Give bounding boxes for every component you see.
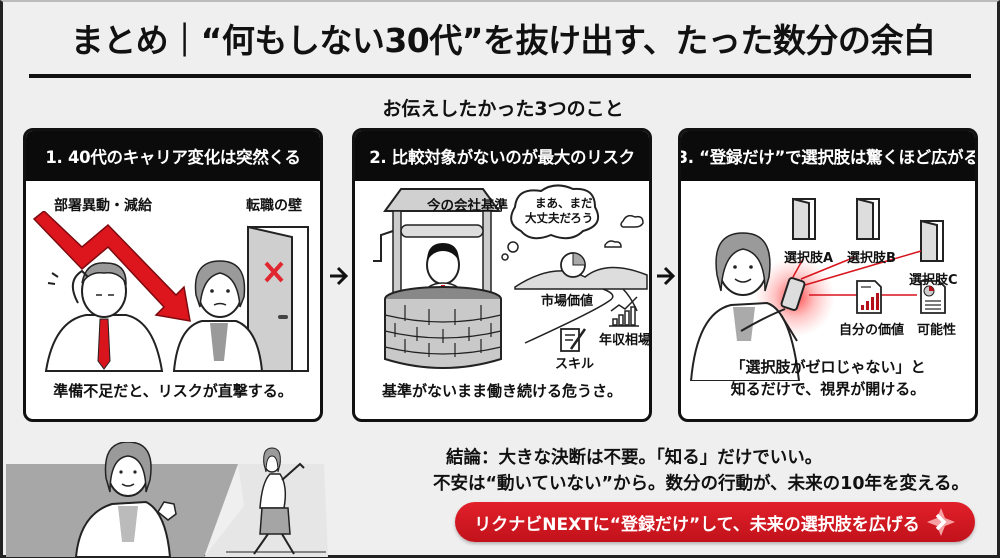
- illustration-options: [689, 197, 946, 381]
- cta-label: リクナビNEXTに“登録だけ”して、未来の選択肢を広げる: [474, 514, 920, 535]
- panel-options-expand: 3. “登録だけ”で選択肢は驚くほど広がる: [678, 128, 978, 422]
- label-market-value: 市場価値: [541, 294, 594, 309]
- flow-arrow-icon: [330, 266, 349, 286]
- panel-caption: 基準がないまま働き続ける危うさ。: [381, 382, 622, 400]
- salary-chart-icon: [609, 296, 639, 327]
- label-possibility: 可能性: [917, 323, 957, 338]
- label-option-c: 選択肢C: [909, 273, 958, 288]
- illustration-stepping-forward: [6, 442, 328, 557]
- possibility-document-icon: [920, 280, 946, 314]
- decline-arrow-icon: [32, 211, 191, 322]
- panel-career-change: 1. 40代のキャリア変化は突然くる 部署異動・減給 転職の壁: [23, 128, 323, 422]
- label-career-wall: 転職の壁: [246, 198, 302, 214]
- page-title: まとめ｜“何もしない30代”を抜け出す、たった数分の余白: [70, 21, 936, 60]
- panel-no-comparison: 2. 比較対象がないのが最大のリスク: [352, 128, 652, 422]
- label-skill: スキル: [555, 357, 595, 372]
- woman-with-phone-figure: [689, 232, 801, 381]
- label-thought-1: まあ、まだ: [535, 196, 593, 210]
- smartphone-icon: [780, 277, 806, 311]
- label-thought-2: 大丈夫だろう: [525, 211, 594, 225]
- worried-man-figure: [44, 262, 164, 372]
- panel-caption-line-2: 知るだけで、視界が開ける。: [730, 380, 926, 398]
- panel-heading: 2. 比較対象がないのが最大のリスク: [355, 131, 649, 181]
- register-cta-button[interactable]: リクナビNEXTに“登録だけ”して、未来の選択肢を広げる: [455, 502, 975, 542]
- skill-document-icon: [560, 328, 587, 352]
- value-chart-document-icon: [856, 280, 882, 314]
- label-option-a: 選択肢A: [784, 251, 834, 266]
- panel-caption: 準備不足だと、リスクが直撃する。: [53, 382, 293, 400]
- conclusion-line-2: 不安は“動いていない”から。数分の行動が、未来の10年を変える。: [433, 474, 969, 494]
- label-company-standard: 今の会社基準: [427, 198, 508, 214]
- section-subtitle: お伝えしたかった3つのこと: [382, 98, 624, 120]
- conclusion-line-1: 結論：大きな決断は不要。「知る」だけでいい。: [446, 448, 823, 468]
- door-c-icon: [920, 219, 944, 262]
- worried-woman-figure: [172, 260, 264, 372]
- panel-caption-line-1: 「選択肢がゼロじゃない」と: [730, 358, 926, 376]
- panel-heading: 3. “登録だけ”で選択肢は驚くほど広がる: [681, 131, 975, 181]
- label-self-value: 自分の価値: [839, 323, 905, 338]
- title-divider: [29, 74, 971, 78]
- label-option-b: 選択肢B: [847, 251, 896, 266]
- door-b-icon: [856, 197, 880, 240]
- illustration-career-drop: [32, 211, 309, 372]
- thought-bubble: [510, 184, 599, 240]
- flow-arrow-icon: [657, 266, 676, 286]
- panel-heading: 1. 40代のキャリア変化は突然くる: [26, 131, 320, 181]
- illustration-well: [373, 184, 648, 369]
- door-a-icon: [792, 197, 816, 240]
- label-salary-range: 年収相場: [599, 333, 652, 348]
- label-demotion: 部署異動・減給: [54, 198, 152, 214]
- chevron-right-icon: [926, 507, 956, 537]
